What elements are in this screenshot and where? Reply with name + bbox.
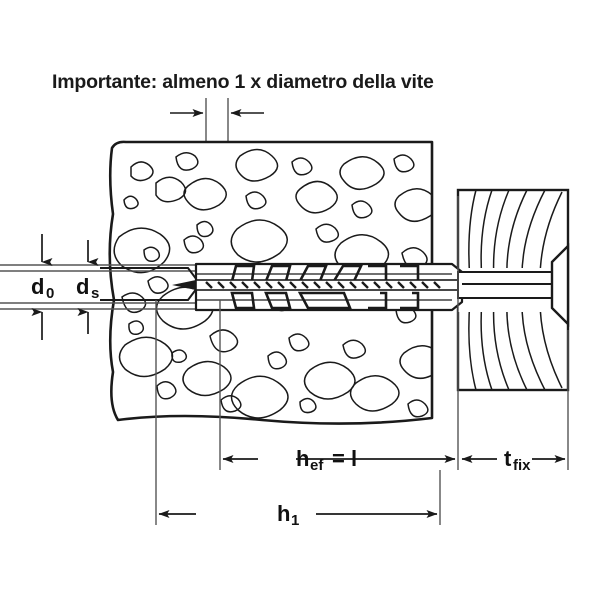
ds-label: d: [76, 274, 89, 299]
ds-subscript: s: [91, 285, 99, 302]
hef-dimension: h ef = l: [219, 196, 459, 474]
hef-subscript: ef: [310, 457, 324, 474]
ds-dimension: d s: [76, 240, 99, 334]
h1-dimension: h 1: [155, 300, 441, 529]
aggregate-texture: [113, 148, 432, 419]
screw: [172, 243, 570, 327]
d0-label: d: [31, 274, 44, 299]
tfix-dimension: t fix: [461, 330, 569, 474]
hef-equals-l: = l: [332, 446, 357, 471]
drill-hole: [0, 264, 208, 310]
tfix-subscript: fix: [513, 457, 531, 474]
h1-label: h: [277, 501, 290, 526]
page-title: Importante: almeno 1 x diametro della vi…: [52, 71, 434, 93]
hef-label: h: [296, 446, 309, 471]
d0-subscript: 0: [46, 285, 54, 302]
screw-thread: [205, 281, 441, 289]
d0-dimension: d 0: [31, 234, 54, 340]
screw-head: [550, 243, 570, 327]
tfix-label: t: [504, 446, 512, 471]
h1-subscript: 1: [291, 512, 299, 529]
